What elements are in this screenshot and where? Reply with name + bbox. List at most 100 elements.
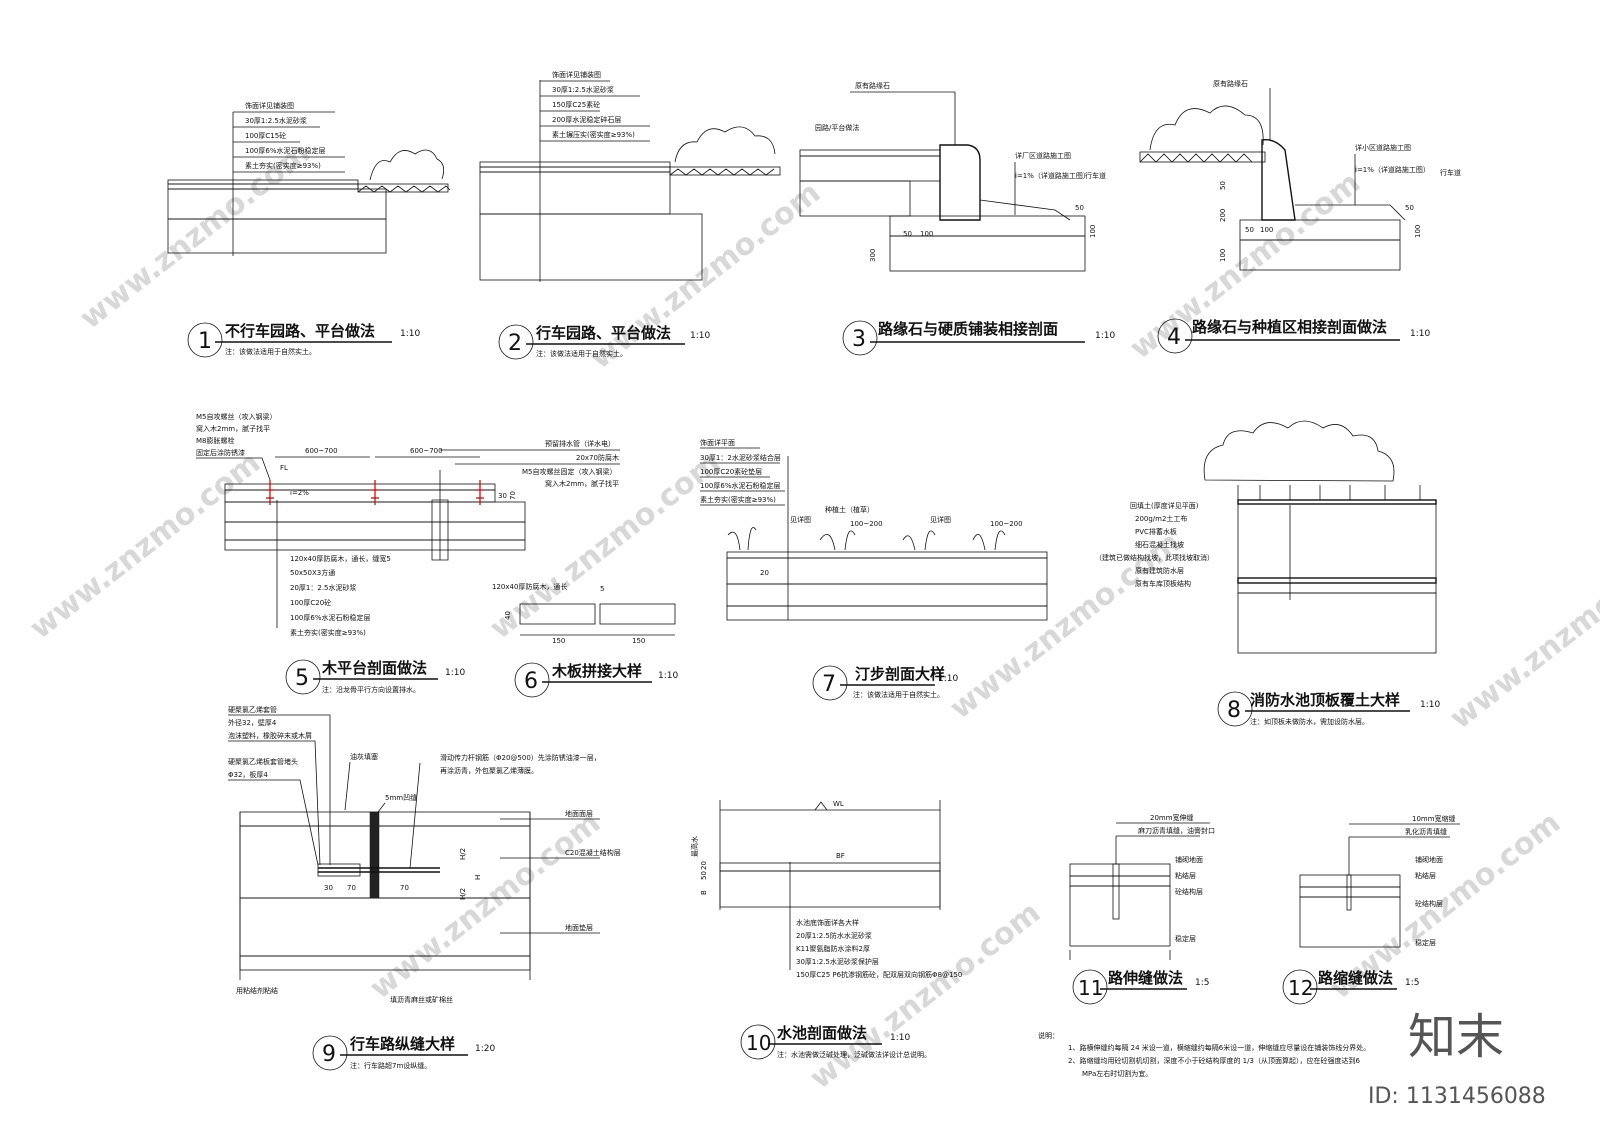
- joint-label: 20mm宽伸缝: [1150, 813, 1194, 822]
- notes-heading: 说明：: [1038, 1031, 1059, 1040]
- dim-text: H/2: [459, 888, 467, 900]
- detail-note: 注：该做法适用于自然实土。: [853, 690, 944, 699]
- drain-pipe: [431, 470, 449, 561]
- layer-label: 素土辗压实(密实度≥93%): [552, 130, 635, 139]
- curb-label: 园路/平台做法: [815, 123, 859, 132]
- stabilized-layer: [167, 218, 387, 254]
- dim-text: 20: [760, 569, 769, 577]
- layer-label: 30厚1:2.5水泥砂浆: [245, 116, 307, 125]
- dowel-bar: [318, 867, 440, 873]
- detail-title: 不行车园路、平台做法: [225, 322, 375, 340]
- wood-board: [599, 603, 676, 625]
- detail-scale: 1:10: [1410, 329, 1430, 339]
- dim-text: 30: [324, 884, 333, 892]
- detail-2: 饰面详见铺装图 30厚1:2.5水泥砂浆 150厚C25素砼 200厚水泥稳定碎…: [479, 70, 781, 360]
- dim-text: 70: [400, 884, 409, 892]
- joint-label: 10mm宽缩缝: [1412, 814, 1456, 823]
- layer-label: 100厚6%水泥石粉稳定层: [290, 613, 370, 622]
- board-label: 120x40厚防腐木，通长: [492, 582, 567, 591]
- curb-label: 详厂区道路施工图: [1015, 151, 1071, 160]
- joint-label: 硬聚氯乙烯套管: [228, 705, 277, 714]
- paver-label: 见详图: [930, 515, 951, 524]
- curb-label: 详小区道路施工图: [1355, 143, 1411, 152]
- shrub-icon: [674, 126, 776, 163]
- dim-text: 40: [504, 611, 512, 620]
- detail-number: 7: [822, 672, 836, 697]
- dim-text: BF: [836, 852, 845, 860]
- layer-label: 100厚6%水泥石粉稳定层: [245, 146, 325, 155]
- curb-label: i=1%（详道路施工图）: [1015, 171, 1090, 180]
- contraction-joint: [1346, 874, 1352, 911]
- detail-title: 木板拼接大样: [551, 662, 642, 680]
- curb-label: 行车道: [1440, 168, 1461, 177]
- detail-5: 600~700 600~700 FL i=2% 30 70 M5自攻螺丝（攻入钢…: [196, 412, 620, 695]
- layer-label: 饰面详见铺装图: [552, 70, 601, 79]
- detail-12: 10mm宽缩缝 乳化沥青填缝 铺砌地面 粘结层 砼结构层 稳定层 12 路缩缝做…: [1282, 814, 1460, 1005]
- joint-label: 填沥青麻丝或矿棉丝: [390, 995, 453, 1004]
- joint-label: 硬聚氯乙烯板套管堵头: [228, 757, 298, 766]
- dim-text: 50: [1219, 181, 1227, 190]
- brand-logo: 知末: [1408, 1009, 1504, 1065]
- dim-text: H/2: [459, 848, 467, 860]
- detail-9: 硬聚氯乙烯套管 外径32，壁厚4 泡沫塑料，橡胶碎末或木屑 硬聚氯乙烯板套管堵头…: [228, 705, 621, 1071]
- detail-scale: 1:10: [1420, 700, 1440, 710]
- detail-number-circle: [187, 322, 223, 358]
- layer-label: PVC排蓄水板: [1135, 527, 1177, 536]
- layer-label: 100厚C20素砼垫层: [700, 467, 762, 476]
- deck-label: 固定后涂防锈漆: [196, 448, 245, 457]
- curb-label: 原有路缘石: [855, 81, 890, 90]
- brand-id: ID: 1131456088: [1368, 1084, 1546, 1109]
- curb-label: 行车道: [1085, 171, 1106, 180]
- dim-text: 100: [1219, 249, 1227, 262]
- detail-title: 汀步剖面大样: [855, 665, 945, 683]
- dim-text: 100: [920, 230, 933, 238]
- detail-title: 行车路纵缝大样: [349, 1035, 455, 1053]
- layer-label: K11聚氨脂防水涂料2厚: [796, 944, 870, 953]
- joint-label: 稳定层: [1415, 938, 1436, 947]
- detail-7: 饰面详平面 30厚1：2水泥砂浆结合层 100厚C20素砼垫层 100厚6%水泥…: [700, 438, 1048, 701]
- dim-text: B: [700, 890, 708, 895]
- layer-label: 100厚6%水泥石粉稳定层: [700, 481, 780, 490]
- detail-number: 4: [1167, 325, 1181, 350]
- detail-scale: 1:10: [445, 668, 465, 678]
- watermark-text: www.znzmo.com: [1443, 535, 1600, 736]
- layer-label: 30厚1：2水泥砂浆结合层: [700, 453, 781, 462]
- shrub-icon: [1149, 105, 1264, 151]
- watermark-text: www.znzmo.com: [363, 805, 607, 1006]
- joint-label: 油灰填塞: [350, 752, 378, 761]
- curb-label: 原有路缘石: [1213, 79, 1248, 88]
- pool-slab: [719, 870, 941, 908]
- dim-text: FL: [280, 464, 288, 472]
- dim-text: 100~200: [990, 520, 1023, 528]
- layer-label: 150厚C25素砼: [552, 100, 600, 109]
- planting-soil: [357, 183, 449, 193]
- layer-label: 30厚1:2.5水泥砂浆: [552, 85, 614, 94]
- watermark-text: www.znzmo.com: [583, 175, 827, 376]
- layer-label: 120x40厚防腐木，通长，缝宽5: [290, 554, 391, 563]
- dim-text: 30: [498, 492, 507, 500]
- detail-number: 3: [852, 327, 866, 352]
- dim-text: 20: [700, 861, 708, 870]
- detail-note: 注：沿龙骨平行方向设置排水。: [322, 685, 420, 694]
- detail-note: 注：如顶板未做防水，需加设防水层。: [1250, 717, 1369, 726]
- detail-title: 路缘石与硬质铺装相接剖面: [878, 320, 1058, 338]
- layer-label: 饰面详见铺装图: [245, 101, 294, 110]
- deck-label: M8膨胀螺栓: [196, 436, 235, 445]
- detail-title: 路缘石与种植区相接剖面做法: [1192, 318, 1387, 336]
- detail-number: 1: [198, 329, 212, 354]
- deck-label: 20x70防腐木: [576, 453, 619, 462]
- joint-label: 外径32，壁厚4: [228, 718, 277, 727]
- detail-4: 原有路缘石 详小区道路施工图 i=1%（详道路施工图） 行车道 50 200 5…: [1139, 79, 1461, 354]
- layer-label: （建筑已做结构找坡，此项找坡取消）: [1095, 553, 1214, 562]
- dim-text: 70: [347, 884, 356, 892]
- layer-label: 素土夯实(密实度≥93%): [290, 628, 366, 637]
- detail-note: 注：水池需做泛碱处理，泛碱做法详设计总说明。: [777, 1050, 931, 1059]
- dim-text: 100: [1089, 225, 1097, 238]
- detail-scale: 1:5: [1195, 978, 1209, 988]
- dim-text: 50: [1245, 226, 1254, 234]
- detail-scale: 1:10: [400, 329, 420, 339]
- notes-line: MPa左右时切割为宜。: [1082, 1069, 1152, 1078]
- detail-number: 9: [322, 1042, 336, 1067]
- shrub-icon: [369, 149, 445, 181]
